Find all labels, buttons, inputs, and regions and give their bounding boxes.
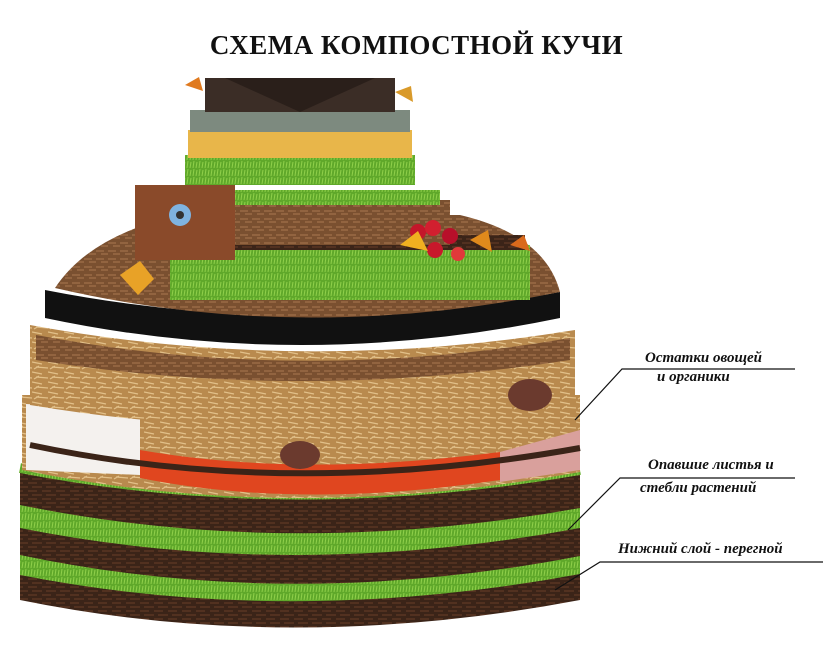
black-soil-band xyxy=(45,290,560,345)
label-bottom-humus: Нижний слой - перегной xyxy=(618,541,783,557)
leader-line-vegetables xyxy=(574,368,795,421)
autumn-leaves-decoration xyxy=(120,77,530,295)
label-leaves-stems-line2: стебли растений xyxy=(640,480,757,496)
leader-lines xyxy=(554,368,823,591)
stepped-pyramid xyxy=(135,78,530,300)
diagram-title: СХЕМА КОМПОСТНОЙ КУЧИ xyxy=(209,30,624,60)
vegetable-residue-layer xyxy=(30,325,575,469)
label-leaves-stems-line1: Опавшие листья и xyxy=(648,457,774,473)
leader-line-leaves xyxy=(567,477,795,531)
label-vegetable-residue-line1: Остатки овощей xyxy=(645,350,763,366)
vegetables-decoration xyxy=(400,220,492,261)
flower-decoration xyxy=(169,204,191,226)
label-vegetable-residue-line2: и органики xyxy=(657,369,730,385)
leader-line-humus xyxy=(554,561,823,591)
